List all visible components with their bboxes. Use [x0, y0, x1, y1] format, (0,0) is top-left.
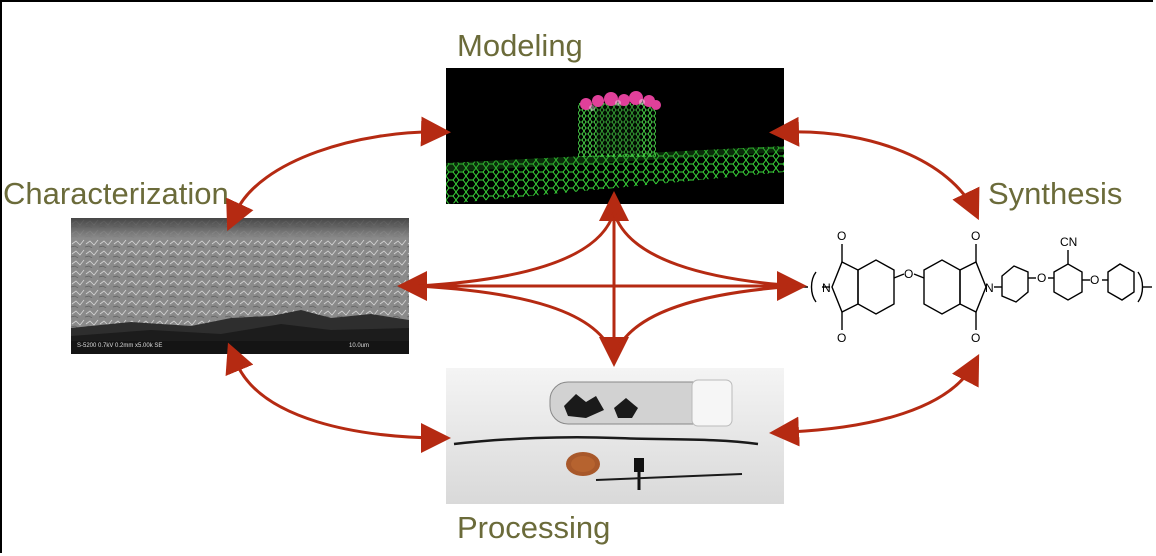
atom-o-top-2: O — [971, 229, 980, 243]
atom-o-bottom-2: O — [971, 331, 980, 345]
atom-o-link-2: O — [1037, 271, 1046, 285]
atom-o-bottom-1: O — [837, 331, 846, 345]
atom-cn: CN — [1060, 235, 1077, 249]
modeling-image — [446, 68, 784, 204]
atom-o-link-3: O — [1090, 273, 1099, 287]
atom-o-top-1: O — [837, 229, 846, 243]
synthesis-structure: O O N O O O N O CN O — [786, 222, 1152, 350]
atom-n-1: N — [822, 281, 831, 295]
atom-n-2: N — [985, 281, 994, 295]
atom-o-link-1: O — [904, 267, 913, 281]
processing-photo — [446, 368, 784, 504]
synthesis-label: Synthesis — [988, 176, 1123, 211]
sem-caption-left: S-5200 0.7kV 0.2mm x5.00k SE — [77, 343, 163, 349]
modeling-label: Modeling — [457, 28, 583, 63]
characterization-sem-image: S-5200 0.7kV 0.2mm x5.00k SE 10.0um — [71, 218, 409, 354]
characterization-label: Characterization — [3, 176, 229, 211]
atom-cap — [446, 68, 784, 204]
sem-caption-right: 10.0um — [349, 343, 370, 349]
processing-label: Processing — [457, 510, 611, 545]
